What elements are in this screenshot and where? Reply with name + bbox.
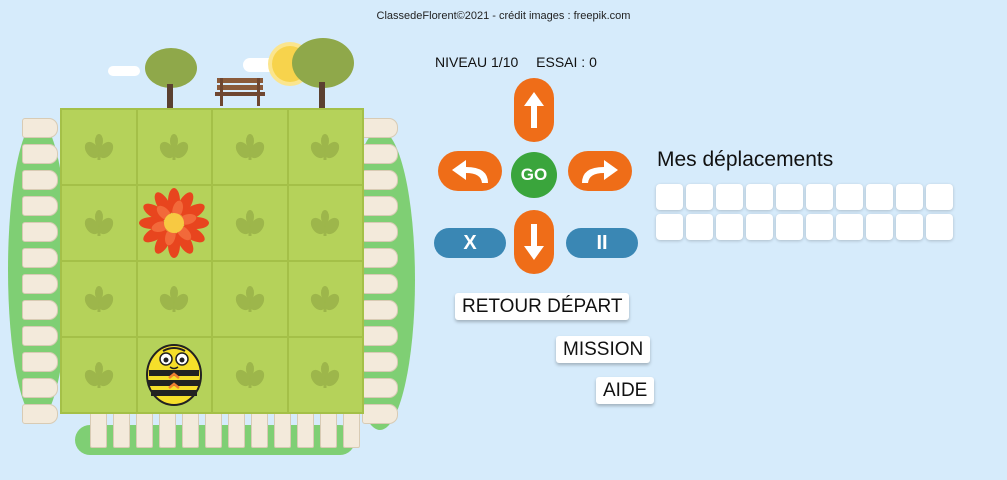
board-cell[interactable] — [288, 262, 362, 336]
turn-right-icon — [582, 160, 618, 183]
move-slot — [656, 184, 683, 210]
board-cell[interactable] — [288, 186, 362, 260]
sprout-icon — [235, 210, 264, 236]
help-button[interactable]: AIDE — [596, 377, 655, 404]
move-slot — [866, 214, 893, 240]
move-slot — [836, 184, 863, 210]
arrow-up-icon — [524, 92, 544, 128]
sprout-icon — [311, 134, 340, 160]
sprout-icon — [160, 286, 189, 312]
move-slot — [776, 214, 803, 240]
move-slot — [896, 214, 923, 240]
sprout-icon — [311, 362, 340, 388]
credit-text: ClassedeFlorent©2021 - crédit images : f… — [376, 10, 631, 22]
turn-left-icon — [452, 160, 488, 183]
arrow-down-icon — [524, 224, 544, 260]
forward-button[interactable] — [514, 78, 554, 142]
sprout-icon — [84, 134, 113, 160]
turn-left-button[interactable] — [438, 151, 502, 191]
board-cell[interactable] — [62, 186, 136, 260]
sprout-icon — [235, 286, 264, 312]
backward-button[interactable] — [514, 210, 554, 274]
cloud-icon — [108, 66, 140, 76]
sprout-icon — [84, 286, 113, 312]
board-cell[interactable] — [137, 262, 211, 336]
sprout-icon — [235, 362, 264, 388]
move-slot — [746, 184, 773, 210]
board-cell[interactable] — [62, 262, 136, 336]
sprout-icon — [160, 134, 189, 160]
moves-slots — [656, 184, 960, 240]
board-cell[interactable] — [213, 262, 287, 336]
mission-button[interactable]: MISSION — [556, 336, 651, 363]
move-slot — [926, 214, 953, 240]
board-cell-flower[interactable] — [137, 186, 211, 260]
fence-right — [362, 118, 398, 424]
move-slot — [716, 214, 743, 240]
board-cell[interactable] — [288, 110, 362, 184]
move-slot — [746, 214, 773, 240]
board-cell[interactable] — [213, 110, 287, 184]
board-cell[interactable] — [62, 338, 136, 412]
turn-right-button[interactable] — [568, 151, 632, 191]
sprout-icon — [311, 286, 340, 312]
return-start-button[interactable]: RETOUR DÉPART — [455, 293, 630, 320]
sprout-icon — [235, 134, 264, 160]
flower-icon — [139, 188, 210, 258]
move-slot — [806, 184, 833, 210]
move-slot — [836, 214, 863, 240]
sprout-icon — [311, 210, 340, 236]
status-line: NIVEAU 1/10 ESSAI : 0 — [435, 54, 597, 70]
board-grid — [60, 108, 364, 414]
board-cell[interactable] — [288, 338, 362, 412]
move-slot — [686, 184, 713, 210]
board-cell[interactable] — [213, 186, 287, 260]
fence-bottom — [90, 408, 360, 448]
move-slot — [866, 184, 893, 210]
bench-icon — [215, 78, 265, 106]
sprout-icon — [84, 210, 113, 236]
move-slot — [776, 184, 803, 210]
board-cell[interactable] — [137, 110, 211, 184]
move-slot — [686, 214, 713, 240]
garden-scene — [0, 30, 430, 480]
move-slot — [656, 214, 683, 240]
sprout-icon — [84, 362, 113, 388]
board-cell[interactable] — [213, 338, 287, 412]
move-slot — [806, 214, 833, 240]
move-slot — [896, 184, 923, 210]
bee-robot-icon — [146, 344, 203, 406]
level-indicator: NIVEAU 1/10 — [435, 54, 519, 70]
go-button[interactable]: GO — [511, 152, 557, 198]
moves-title: Mes déplacements — [657, 148, 834, 171]
fence-left — [22, 118, 58, 424]
board-cell[interactable] — [62, 110, 136, 184]
move-slot — [716, 184, 743, 210]
clear-button[interactable]: X — [434, 228, 506, 258]
board-cell-bee[interactable] — [137, 338, 211, 412]
pause-button[interactable]: II — [566, 228, 638, 258]
attempt-counter: ESSAI : 0 — [536, 54, 597, 70]
move-slot — [926, 184, 953, 210]
